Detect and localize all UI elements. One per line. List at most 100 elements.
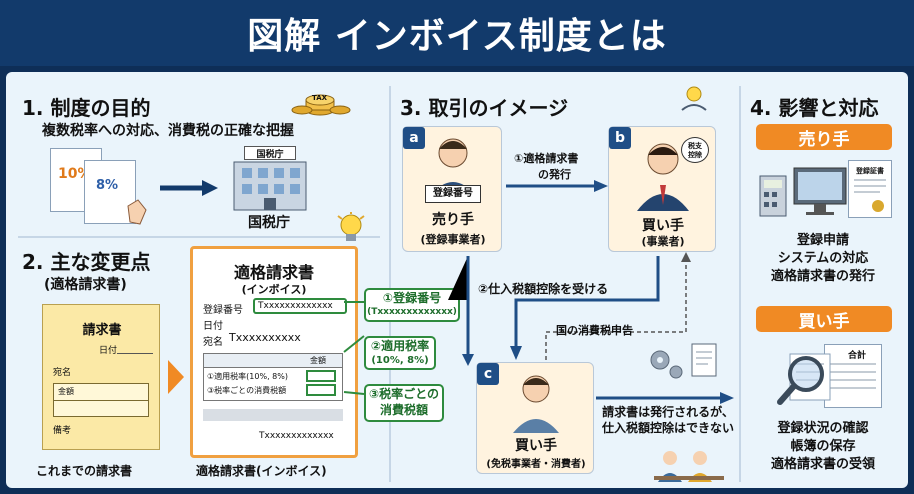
arrow-old-to-new (168, 360, 184, 394)
table-header-band (204, 354, 342, 368)
arrow3-label: 国の消費税申告 (556, 324, 633, 337)
callout-tax-rate-line2: (10%, 8%) (371, 355, 429, 367)
party-a-letter: a (403, 127, 425, 149)
lightbulb-icon (337, 212, 365, 241)
arrow1-label-line2: の発行 (538, 168, 571, 181)
reg-number-value: Txxxxxxxxxxxxx (253, 298, 347, 314)
buyer-person-icon (637, 143, 689, 211)
callout-tax-amount: ③税率ごとの 消費税額 (364, 384, 444, 422)
party-c-sub: (免税事業者・消費者) (486, 459, 586, 470)
buyer-item-2: 帳簿の保存 (790, 439, 856, 454)
seller-item-1: 登録申請 (796, 233, 849, 248)
divider-right (739, 86, 741, 482)
section2-heading-sub: (適格請求書) (44, 277, 127, 293)
callout-reg-number-line2: (Txxxxxxxxxxxxx) (367, 306, 457, 317)
divider-left (389, 86, 391, 482)
people-at-desk-icon (654, 451, 724, 482)
exempt-note-line1: 請求書は発行されるが、 (602, 405, 734, 419)
reg-number-label: 登録番号 (203, 305, 243, 316)
callout-tax-rate: ②適用税率 (10%, 8%) (364, 336, 436, 370)
nta-building-illustration: 国税庁 (230, 146, 310, 212)
table-row-tax-rate: ①適用税率(10%, 8%) (207, 372, 288, 381)
invoice-date-label: 日付 (203, 321, 223, 332)
party-b-sub: (事業者) (641, 235, 685, 248)
callout-connectors (343, 301, 365, 395)
table-row-tax-amount: ③税率ごとの消費税額 (207, 386, 287, 395)
callout-tax-amount-line1: ③税率ごとの (368, 387, 440, 402)
registration-certificate (848, 160, 892, 218)
table-cell-2 (306, 384, 336, 396)
callout-tax-amount-line2: 消費税額 (379, 403, 428, 417)
old-invoice-caption: これまでの請求書 (36, 464, 133, 478)
ledger-document (824, 344, 882, 408)
divider-section1-2 (18, 236, 380, 238)
party-b-name: 買い手 (642, 218, 684, 234)
rate-8-label: 8% (96, 178, 119, 193)
arrow-to-nta (160, 180, 218, 196)
old-invoice: 請求書 日付 宛名 金額 備考 (42, 304, 160, 450)
qualified-invoice-title-sub: (インボイス) (241, 283, 307, 296)
certificate-seal-icon (854, 179, 886, 212)
callout-reg-number: ①登録番号 (Txxxxxxxxxxxxx) (364, 288, 460, 322)
transaction-arrows (448, 180, 734, 404)
idea-hand-icon (681, 86, 707, 111)
ledger-label: 合計 (848, 351, 867, 361)
qualified-invoice-title: 適格請求書 (233, 263, 314, 282)
old-invoice-table: 金額 (53, 383, 149, 417)
buyer-item-3: 適格請求書の受領 (770, 457, 875, 472)
party-b-bubble: 税支 控除 (681, 137, 709, 163)
arrow1-label-line1: ①適格請求書 (514, 152, 579, 165)
party-b-letter: b (609, 127, 631, 149)
exempt-note-line2: 仕入税額控除はできない (601, 421, 734, 435)
building-icon (233, 161, 307, 211)
old-invoice-addressee: 宛名 (53, 368, 72, 378)
section2-heading: 2. 主な変更点 (22, 250, 151, 274)
qualified-invoice-caption: 適格請求書(インボイス) (196, 464, 327, 478)
seller-tools-illustration: 登録証書 (756, 158, 896, 224)
addressee-label: 宛名 (203, 337, 223, 348)
document-front (84, 160, 136, 224)
old-invoice-title: 請求書 (82, 323, 122, 338)
tax-coin-label: TAX (312, 94, 328, 102)
old-invoice-table-line (54, 400, 148, 401)
buyer-badge: 買い手 (756, 306, 892, 332)
qualified-invoice: 適格請求書 (インボイス) 登録番号 Txxxxxxxxxxxxx 日付 宛名 … (190, 246, 358, 458)
building-label: 国税庁 (248, 215, 290, 231)
invoice-grey-band (203, 409, 343, 421)
seller-badge: 売り手 (756, 124, 892, 150)
gears-documents-icon (650, 343, 717, 379)
old-invoice-remarks: 備考 (53, 426, 72, 436)
party-a-name: 売り手 (432, 212, 474, 228)
section1-subtitle: 複数税率への対応、消費税の正確な把握 (42, 123, 294, 139)
addressee-value: Txxxxxxxxxx (229, 331, 301, 344)
buyer-item-1: 登録状況の確認 (777, 421, 869, 436)
party-a-seller: a 登録番号 売り手 (登録事業者) (402, 126, 502, 252)
pointing-hand-icon (127, 199, 147, 225)
table-amount-header: 金額 (310, 356, 326, 365)
invoice-table: 金額 ①適用税率(10%, 8%) ③税率ごとの消費税額 (203, 353, 343, 401)
certificate-label: 登録証書 (856, 167, 884, 175)
party-a-sub: (登録事業者) (420, 233, 486, 246)
rate-10-label: 10% (58, 166, 92, 182)
section3-heading: 3. 取引のイメージ (400, 96, 569, 120)
party-b-buyer: b 税支 控除 買い手 (事業者) (608, 126, 716, 252)
buyer-tools-illustration: 合計 (770, 340, 890, 412)
arrow2-label: ②仕入税額控除を受ける (478, 282, 609, 296)
tax-documents-illustration: 10% 8% (50, 148, 150, 228)
seller-item-3: 適格請求書の発行 (770, 269, 875, 284)
old-invoice-date: 日付 (99, 346, 118, 356)
section1-heading: 1. 制度の目的 (22, 96, 151, 120)
party-a-badge: 登録番号 (425, 185, 481, 203)
calculator-monitor-icon (759, 167, 847, 217)
section4-heading: 4. 影響と対応 (750, 96, 879, 120)
old-invoice-date-line (117, 353, 153, 354)
old-invoice-amount: 金額 (58, 387, 74, 396)
tax-coins-icon: TAX (290, 82, 351, 116)
seller-item-2: システムの対応 (777, 251, 869, 266)
party-c-buyer: c 買い手 (免税事業者・消費者) (476, 362, 594, 474)
page-title: 図解 インボイス制度とは (0, 0, 914, 66)
table-cell-1 (306, 370, 336, 382)
callout-tax-rate-line1: ②適用税率 (370, 338, 430, 353)
party-c-name: 買い手 (515, 438, 557, 454)
building-sign: 国税庁 (244, 146, 296, 160)
